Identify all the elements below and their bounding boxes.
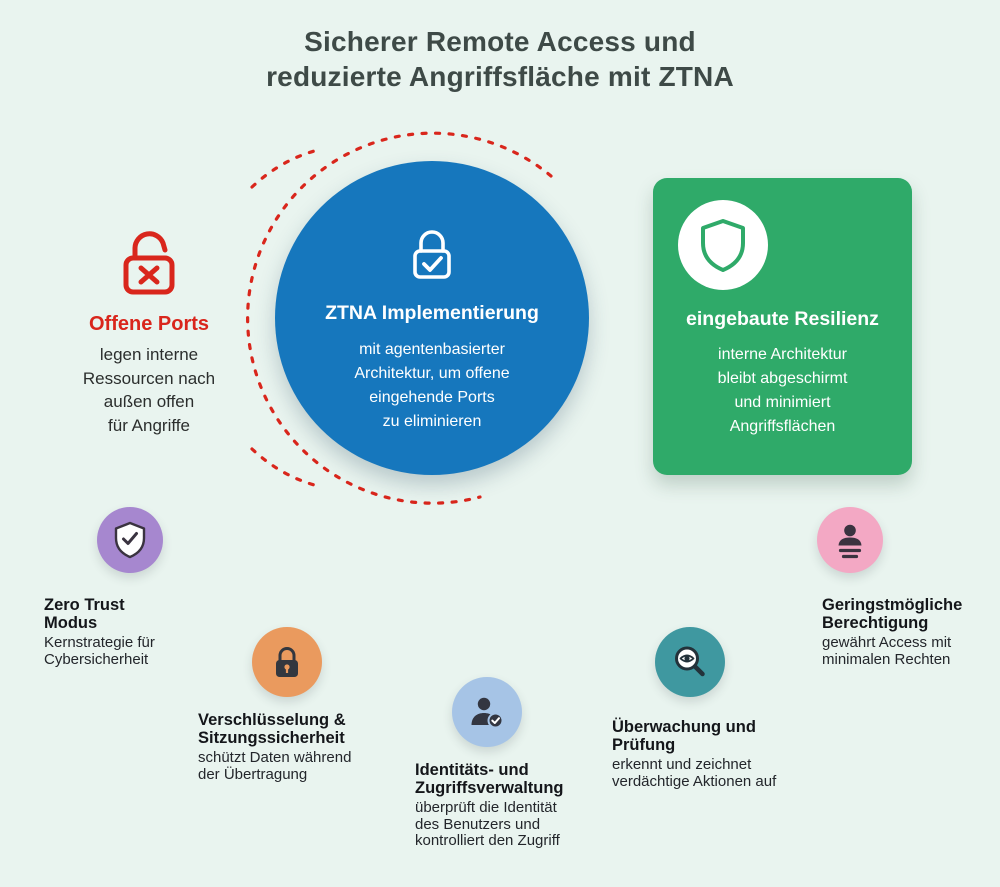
text-line: Zugriffsverwaltung xyxy=(415,779,564,797)
text-line: für Angriffe xyxy=(108,415,190,435)
factor-body: erkennt und zeichnet verdächtige Aktione… xyxy=(612,756,812,790)
text-line: Ressourcen nach xyxy=(82,368,216,388)
user-permissions-icon xyxy=(838,524,862,559)
resilience-card: eingebaute Resilienz interne Architektur… xyxy=(653,178,912,475)
identity-circle xyxy=(452,677,522,747)
zero-trust-circle xyxy=(97,507,163,573)
text-line: Geringstmögliche xyxy=(822,596,963,614)
text-line: interne Architektur xyxy=(718,346,847,363)
text-line: außen offen xyxy=(103,392,195,411)
text-line: Zero Trust xyxy=(44,596,125,614)
text-line: Berechtigung xyxy=(822,614,929,632)
factor-body: schützt Daten während der Übertragung xyxy=(198,749,388,783)
ztna-circle: ZTNA Implementierung mit agentenbasierte… xyxy=(275,161,589,475)
factor-body: gewährt Access mit minimalen Rechten xyxy=(822,634,977,668)
factor-heading: Verschlüsselung & Sitzungssicherheit xyxy=(198,711,388,747)
text-line: Verschlüsselung & xyxy=(198,711,346,729)
text-line: kontrolliert den Zugriff xyxy=(415,832,560,849)
text-line: verdächtige Aktionen auf xyxy=(612,772,777,790)
text-line: legen interne xyxy=(99,345,199,364)
ztna-heading: ZTNA Implementierung xyxy=(325,302,539,324)
text-line: erkennt und zeichnet xyxy=(612,756,752,773)
padlock-icon xyxy=(276,647,298,677)
shield-check-icon xyxy=(114,521,146,559)
page-title-line: Sicherer Remote Access und xyxy=(304,26,696,57)
text-line: überprüft die Identität xyxy=(415,799,557,816)
magnifier-eye-icon xyxy=(675,646,705,677)
open-ports-heading: Offene Ports xyxy=(88,313,210,335)
text-line: Identitäts- und xyxy=(415,761,529,779)
text-line: und minimiert xyxy=(734,394,831,411)
user-check-icon xyxy=(471,697,504,729)
least-privilege-text: Geringstmögliche Berechtigung gewährt Ac… xyxy=(822,596,977,668)
text-line: bleibt abgeschirmt xyxy=(717,370,848,387)
shield-icon xyxy=(701,219,745,272)
text-line: zu eliminieren xyxy=(382,413,482,430)
text-line: Angriffsflächen xyxy=(729,418,836,435)
factor-body: überprüft die Identität des Benutzers un… xyxy=(415,799,595,850)
lock-check-icon xyxy=(413,230,451,279)
text-line: minimalen Rechten xyxy=(822,650,951,668)
text-line: gewährt Access mit xyxy=(822,634,952,651)
text-line: Prüfung xyxy=(612,736,676,754)
text-line: Modus xyxy=(44,614,98,632)
open-ports-text: legen interne Ressourcen nach außen offe… xyxy=(40,343,258,437)
open-lock-x-icon xyxy=(123,231,175,295)
text-line: schützt Daten während xyxy=(198,749,352,766)
encryption-text: Verschlüsselung & Sitzungssicherheit sch… xyxy=(198,711,388,783)
text-line: mit agentenbasierter xyxy=(359,341,505,358)
factor-heading: Geringstmögliche Berechtigung xyxy=(822,596,977,632)
zero-trust-text: Zero Trust Modus Kernstrategie für Cyber… xyxy=(44,596,204,668)
resilience-heading: eingebaute Resilienz xyxy=(686,308,879,330)
page-title-line: reduzierte Angriffsfläche mit ZTNA xyxy=(266,61,734,92)
monitoring-circle xyxy=(655,627,725,697)
open-ports-block: Offene Ports legen interne Ressourcen na… xyxy=(40,224,258,437)
encryption-circle xyxy=(252,627,322,697)
text-line: Architektur, um offene xyxy=(354,365,510,382)
least-privilege-circle xyxy=(817,507,883,573)
text-line: eingehende Ports xyxy=(369,389,495,406)
text-line: Überwachung und xyxy=(612,718,756,736)
page-title: Sicherer Remote Access und reduzierte An… xyxy=(0,24,1000,94)
text-line: der Übertragung xyxy=(198,765,308,783)
shield-badge xyxy=(678,200,768,290)
factor-body: Kernstrategie für Cybersicherheit xyxy=(44,634,204,668)
text-line: Cybersicherheit xyxy=(44,650,149,668)
text-line: Kernstrategie für xyxy=(44,634,155,651)
factor-heading: Identitäts- und Zugriffsverwaltung xyxy=(415,761,595,797)
monitoring-text: Überwachung und Prüfung erkennt und zeic… xyxy=(612,718,812,790)
resilience-text: interne Architektur bleibt abgeschirmt u… xyxy=(653,343,912,439)
text-line: Sitzungssicherheit xyxy=(198,729,345,747)
text-line: des Benutzers und xyxy=(415,815,541,833)
factor-heading: Zero Trust Modus xyxy=(44,596,204,632)
identity-text: Identitäts- und Zugriffsverwaltung überp… xyxy=(415,761,595,850)
factor-heading: Überwachung und Prüfung xyxy=(612,718,812,754)
ztna-text: mit agentenbasierter Architektur, um off… xyxy=(275,338,589,434)
